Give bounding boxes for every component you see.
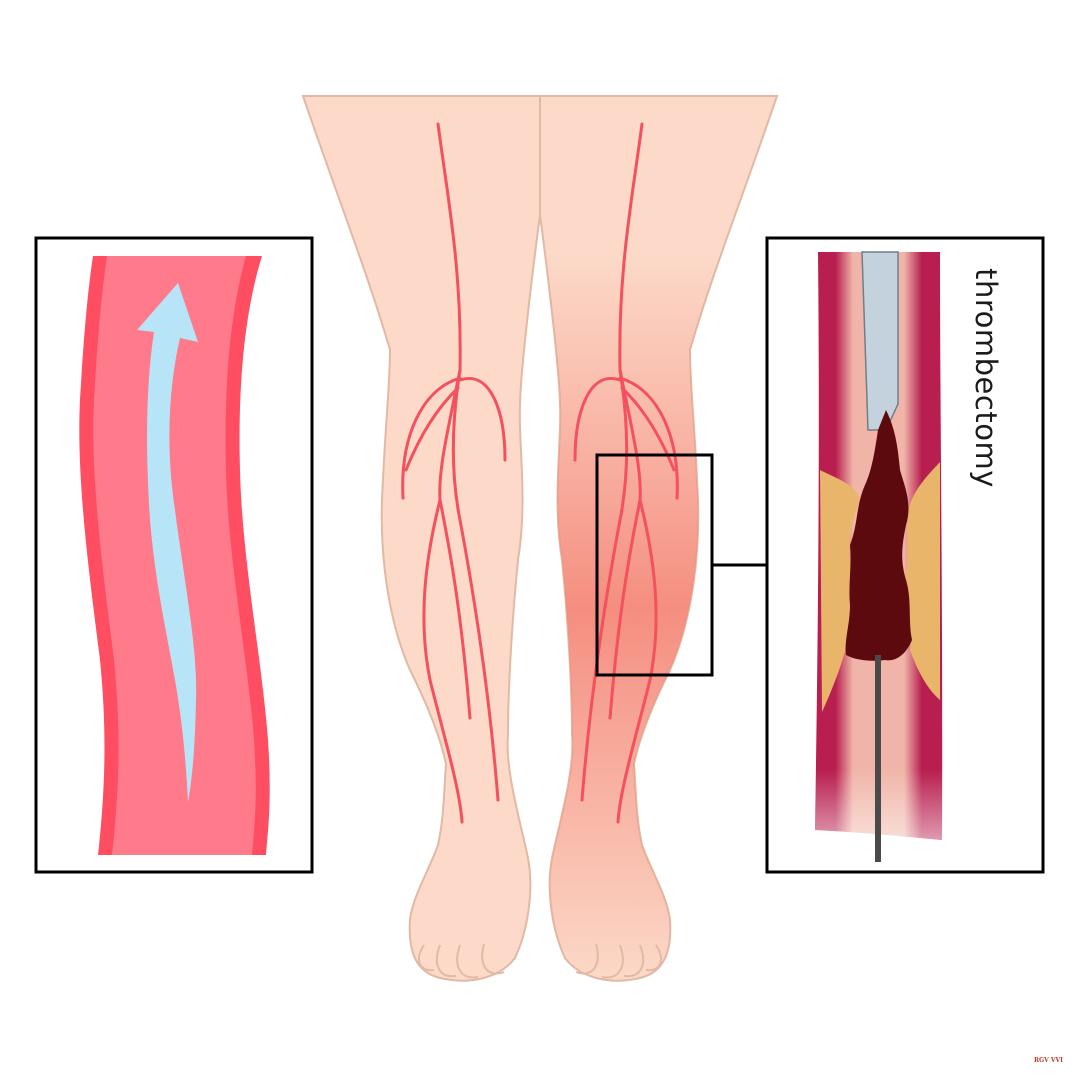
vein [608,122,644,720]
vein [618,376,679,500]
left-leg-veins [401,122,507,824]
right-leg-veins [573,122,679,824]
vein [458,377,507,462]
toe [601,944,624,979]
left-toes [418,943,505,979]
left-leg [301,95,541,982]
right-leg [539,95,779,982]
thrombectomy-label: thrombectomy [969,268,1003,488]
catheter-icon [861,251,899,431]
toe [623,944,645,978]
plaque-right [904,462,940,700]
toe [418,944,435,972]
healthy-vein-frame [34,236,314,874]
vein [451,368,500,802]
vein [401,376,462,500]
toe [435,944,457,978]
toe [481,943,505,975]
toe [645,944,662,972]
right-toes [575,943,662,979]
vein [573,377,622,462]
left-leg-outline [301,95,541,982]
blood-flow-arrow-icon [137,283,198,802]
toe [456,944,479,979]
vein [580,368,629,802]
healthy-vein-inset [34,236,314,874]
toe [575,943,599,975]
vein [620,386,676,472]
watermark-logo: RGV VVI [1034,1057,1063,1064]
vein [404,386,460,472]
plaque-left [820,470,860,712]
thrombectomy-inset [765,236,1045,874]
vein [616,498,658,824]
inflamed-region [540,96,777,981]
vein [422,498,464,824]
vein [436,122,472,720]
blood-clot-icon [845,410,912,661]
thrombectomy-frame [765,236,1045,874]
